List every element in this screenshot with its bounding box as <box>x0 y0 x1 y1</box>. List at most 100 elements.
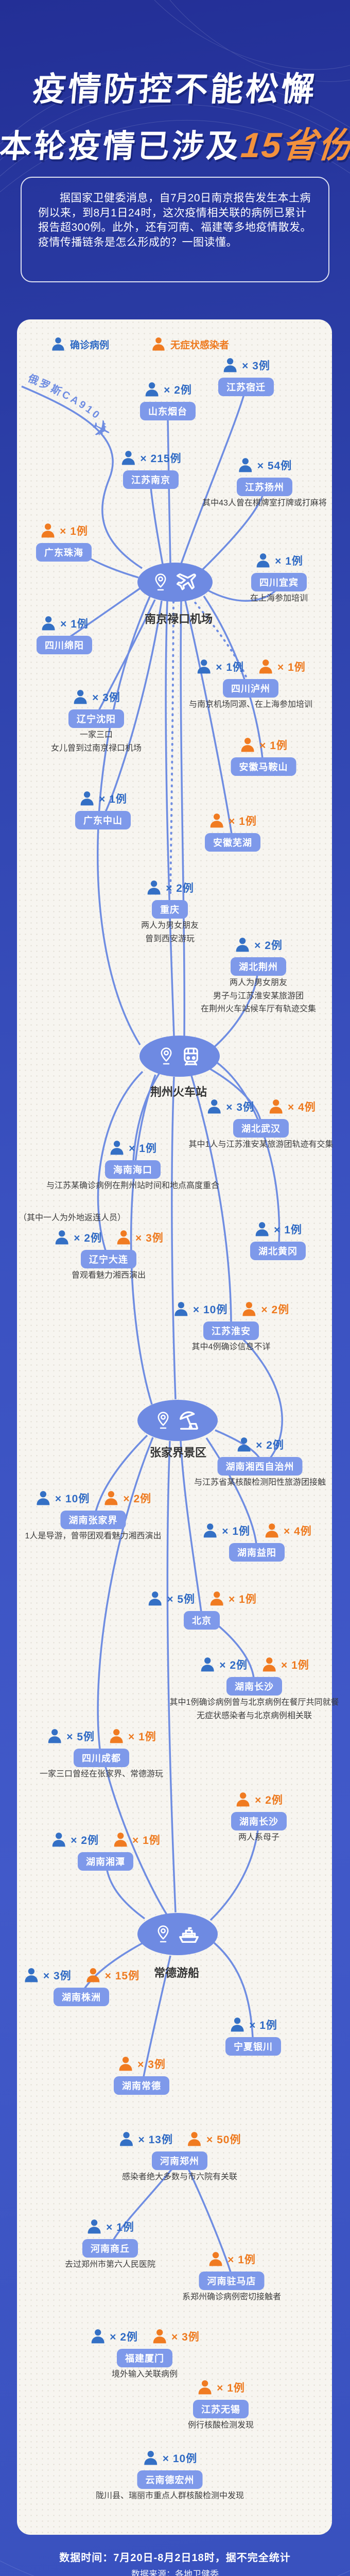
count-orange: × 3例 <box>115 1229 164 1246</box>
case-count: × 1例 <box>249 2020 277 2031</box>
count-row: × 3例 × 15例 <box>23 1967 139 1984</box>
count-orange: × 3例 <box>151 2328 200 2345</box>
case-count: × 2例 <box>256 1439 284 1451</box>
city-pill: 湖北黄冈 <box>250 1242 306 1260</box>
count-row: × 10例 × 2例 <box>173 1301 289 1317</box>
count-orange: × 4例 <box>264 1522 312 1539</box>
count-row: × 1例 <box>229 2016 277 2033</box>
city-pill: 湖北荆州 <box>231 957 286 976</box>
confirmed-person-icon <box>255 1222 269 1236</box>
asymptomatic-person-icon <box>236 1792 250 1807</box>
case-count: × 3例 <box>226 1101 254 1113</box>
asymptomatic-person-icon <box>153 2329 166 2344</box>
count-orange: × 1例 <box>208 1590 257 1607</box>
asymptomatic-person-icon <box>242 1302 256 1316</box>
confirmed-person-icon <box>256 553 270 568</box>
note-line: 系郑州确诊病例密切接触者 <box>182 2293 282 2301</box>
city-pill: 湖南湘潭 <box>78 1852 133 1871</box>
count-blue: × 2例 <box>234 937 283 953</box>
count-blue: × 3例 <box>23 1967 72 1984</box>
asymptomatic-person-icon <box>269 1099 283 1114</box>
count-blue: × 2例 <box>236 1436 284 1453</box>
asymptomatic-person-icon <box>86 1968 100 1982</box>
node-note: 一家三口曾经在张家界、常德游玩 <box>40 1768 163 1781</box>
confirmed-person-icon <box>52 1833 65 1847</box>
intro-panel: 据国家卫健委消息，自7月20日南京报告发生本土病例以来，到8月1日24时，这次疫… <box>21 177 329 282</box>
count-row: × 5例 × 1例 <box>46 1728 156 1744</box>
count-row: × 2例 <box>235 1791 283 1808</box>
count-blue: × 1例 <box>196 658 244 675</box>
note-line: 两人为男女朋友 <box>229 978 288 987</box>
case-count: × 1例 <box>129 1143 157 1155</box>
case-count: × 4例 <box>284 1526 312 1537</box>
count-orange: × 1例 <box>108 1728 156 1744</box>
count-row: × 10例 <box>143 2450 197 2466</box>
count-row: × 1例 × 1例 <box>196 658 306 675</box>
count-orange: × 1例 <box>112 1832 161 1848</box>
confirmed-person-icon <box>48 1729 61 1743</box>
node-note: 例行核酸检测发现 <box>188 2419 254 2432</box>
asymptomatic-person-icon <box>188 2132 201 2146</box>
case-count: × 3例 <box>242 360 270 372</box>
count-row: × 1例 <box>254 1221 302 1238</box>
count-row: × 2例 <box>144 381 192 398</box>
case-count: × 215例 <box>140 453 182 465</box>
case-count: × 1例 <box>106 2222 134 2233</box>
legend-asymptomatic: 无症状感染者 <box>151 336 229 352</box>
hub-label: 南京禄口机场 <box>144 613 213 625</box>
city-pill: 江苏扬州 <box>237 478 292 496</box>
confirmed-person-icon <box>237 1437 251 1452</box>
city-pill: 安徽芜湖 <box>205 833 260 852</box>
confirmed-person-icon <box>87 2219 101 2234</box>
city-pill: 湖南益阳 <box>229 1543 285 1562</box>
count-row: × 1例 <box>40 522 88 539</box>
count-row: × 3例 <box>117 2056 166 2072</box>
count-blue: × 2例 <box>146 879 194 896</box>
node-note: 境外输入关联病例 <box>112 2368 178 2381</box>
count-blue: × 1例 <box>40 615 89 632</box>
node-note: 在上海参加培训 <box>250 592 308 605</box>
count-row: × 2例 <box>236 1436 284 1453</box>
node-note: 系郑州确诊病例密切接触者 <box>182 2291 281 2304</box>
case-count: × 1例 <box>259 740 288 752</box>
case-count: × 10例 <box>192 1304 228 1316</box>
case-count: × 54例 <box>257 460 292 472</box>
city-pill: 江苏宿迁 <box>218 378 274 396</box>
city-pill: 四川泸州 <box>223 679 278 698</box>
hub-label: 荆州火车站 <box>150 1086 207 1098</box>
case-count: × 10例 <box>162 2453 198 2465</box>
count-blue: × 10例 <box>173 1301 227 1317</box>
asymptomatic-person-icon <box>41 523 55 538</box>
city-pill: 湖南长沙 <box>231 1812 287 1831</box>
count-row: × 1例 <box>40 615 89 632</box>
city-pill: 江苏南京 <box>123 470 179 489</box>
city-pill: 宁夏银川 <box>225 2037 281 2056</box>
case-count: × 3例 <box>43 1970 72 1982</box>
note-line: 两人为男女朋友 <box>141 921 199 930</box>
location-pin-icon <box>155 573 166 591</box>
node-note: 去过郑州市第六人民医院 <box>65 2258 155 2272</box>
node-note: 其中1例确诊病例曾与北京病例在餐厅共同就餐无症状感染者与北京病例相关联 <box>170 1696 339 1722</box>
count-row: × 1例 <box>197 2379 245 2396</box>
case-count: × 1例 <box>227 2254 256 2266</box>
city-pill: 北京 <box>184 1611 220 1630</box>
case-count: × 1例 <box>60 618 89 630</box>
count-row: × 3例 <box>72 689 120 705</box>
node-note: 其中4例确诊信息不详 <box>192 1341 271 1354</box>
note-line: 其中4例确诊信息不详 <box>191 1343 271 1351</box>
city-pill: 四川宜宾 <box>251 573 307 591</box>
hub-bubble <box>137 1913 218 1955</box>
beach-umbrella-icon <box>179 1411 199 1430</box>
city-pill: 河南商丘 <box>82 2239 138 2258</box>
asymptomatic-person-icon <box>152 337 165 351</box>
confirmed-person-icon <box>80 791 94 806</box>
count-blue: × 1例 <box>229 2016 277 2033</box>
case-count: × 1例 <box>99 793 127 805</box>
confirmed-person-icon <box>197 659 211 674</box>
note-line: 去过郑州市第六人民医院 <box>64 2260 156 2269</box>
count-orange: × 1例 <box>257 658 306 675</box>
confirmed-person-icon <box>144 2451 157 2465</box>
hub-bubble <box>137 1400 218 1441</box>
location-pin-icon <box>157 1925 169 1943</box>
legend-confirmed: 确诊病例 <box>50 336 109 352</box>
